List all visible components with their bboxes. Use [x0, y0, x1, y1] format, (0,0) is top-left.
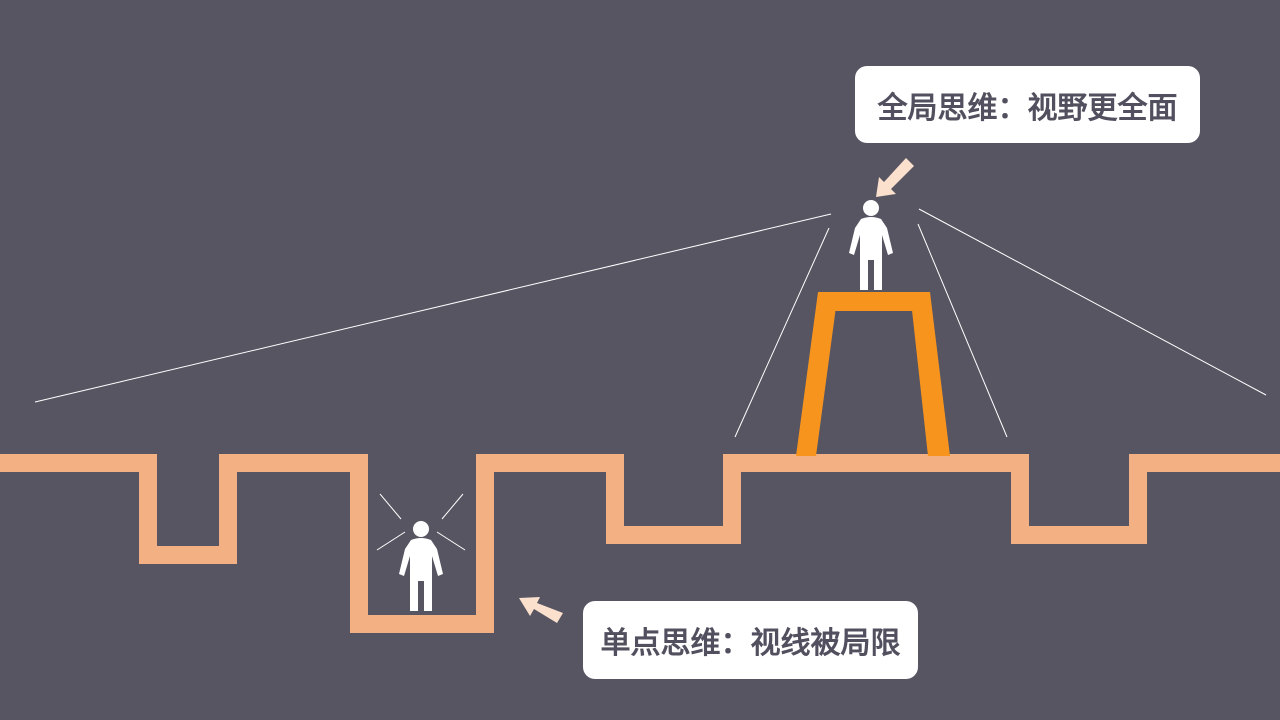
- person-icon: [399, 521, 443, 611]
- narrow-sight-upper-right: [441, 493, 464, 520]
- observation-platform: [796, 292, 950, 456]
- terrain-line: [0, 454, 1280, 633]
- arrow-up-left-icon: [519, 597, 563, 623]
- global-thinking-label: 全局思维：视野更全面: [877, 90, 1178, 126]
- narrow-sight-upper-left: [379, 493, 402, 520]
- wide-sight-lines: [34, 208, 1267, 438]
- sight-line-near-right: [917, 223, 1008, 438]
- narrow-sight-lower-right: [436, 531, 466, 551]
- sight-line-near-left: [734, 227, 830, 438]
- platform-left-leg: [796, 292, 838, 456]
- sight-line-far-right: [918, 208, 1267, 396]
- arrow-down-left-icon: [876, 158, 914, 197]
- narrow-sight-lower-left: [376, 531, 406, 551]
- global-thinking-callout: 全局思维：视野更全面: [855, 66, 1200, 143]
- single-point-thinking-callout: 单点思维：视线被局限: [583, 601, 918, 679]
- single-point-thinking-label: 单点思维：视线被局限: [600, 626, 901, 661]
- sight-line-far-left: [34, 213, 832, 403]
- platform-right-leg: [910, 292, 950, 456]
- platform-top: [818, 292, 930, 311]
- person-icon: [849, 200, 893, 290]
- narrow-sight-lines: [376, 493, 466, 551]
